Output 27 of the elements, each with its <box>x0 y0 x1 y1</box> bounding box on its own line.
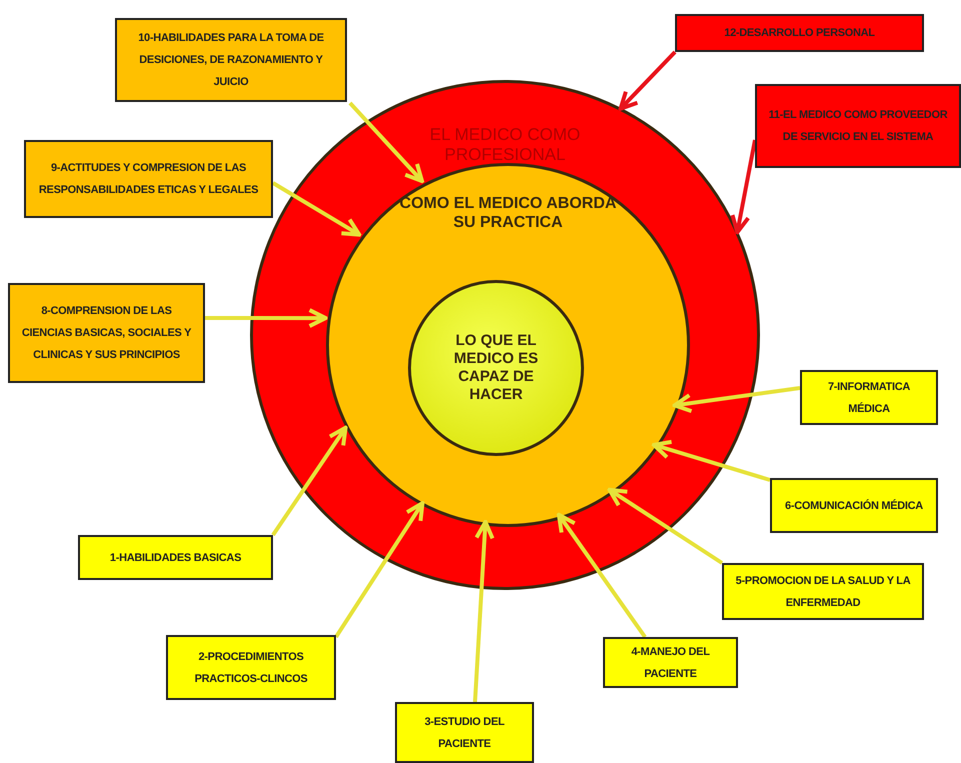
arrow <box>271 426 348 536</box>
arrow <box>618 50 676 111</box>
arrow <box>672 386 800 414</box>
arrow <box>205 308 328 328</box>
arrow <box>473 520 494 702</box>
arrow <box>272 181 362 237</box>
callout-box: 10-HABILIDADES PARA LA TOMA DE DESICIONES, DE RAZONAMIENTO Y JUICIO <box>115 18 347 102</box>
arrow <box>556 512 647 638</box>
callout-box: 11-EL MEDICO COMO PROVEEDOR DE SERVICIO EN EL SISTEMA <box>755 84 961 168</box>
ring-title: LO QUE EL MEDICO ES CAPAZ DE HACER <box>452 332 540 404</box>
arrow <box>608 488 724 565</box>
arrow <box>730 140 757 234</box>
callout-box: 2-PROCEDIMIENTOS PRACTICOS-CLINCOS <box>166 635 336 700</box>
ring-title: COMO EL MEDICO ABORDA SU PRACTICA <box>398 194 618 232</box>
callout-box: 8-COMPRENSION DE LAS CIENCIAS BASICAS, SOCIALES Y CLINICAS Y SUS PRINCIPIOS <box>8 283 205 383</box>
callout-box: 4-MANEJO DEL PACIENTE <box>603 637 738 688</box>
arrow <box>652 440 771 482</box>
arrow <box>334 501 424 638</box>
callout-box: 7-INFORMATICA MÉDICA <box>800 370 938 425</box>
ring-title: EL MEDICO COMO PROFESIONAL <box>428 125 582 166</box>
callout-box: 3-ESTUDIO DEL PACIENTE <box>395 702 534 763</box>
callout-box: 12-DESARROLLO PERSONAL <box>675 14 924 52</box>
callout-box: 1-HABILIDADES BASICAS <box>78 535 273 580</box>
callout-box: 5-PROMOCION DE LA SALUD Y LA ENFERMEDAD <box>722 563 924 620</box>
callout-box: 9-ACTITUDES Y COMPRESION DE LAS RESPONSABILIDADES ETICAS Y LEGALES <box>24 140 273 218</box>
arrow <box>348 102 424 184</box>
callout-box: 6-COMUNICACIÓN MÉDICA <box>770 478 938 533</box>
